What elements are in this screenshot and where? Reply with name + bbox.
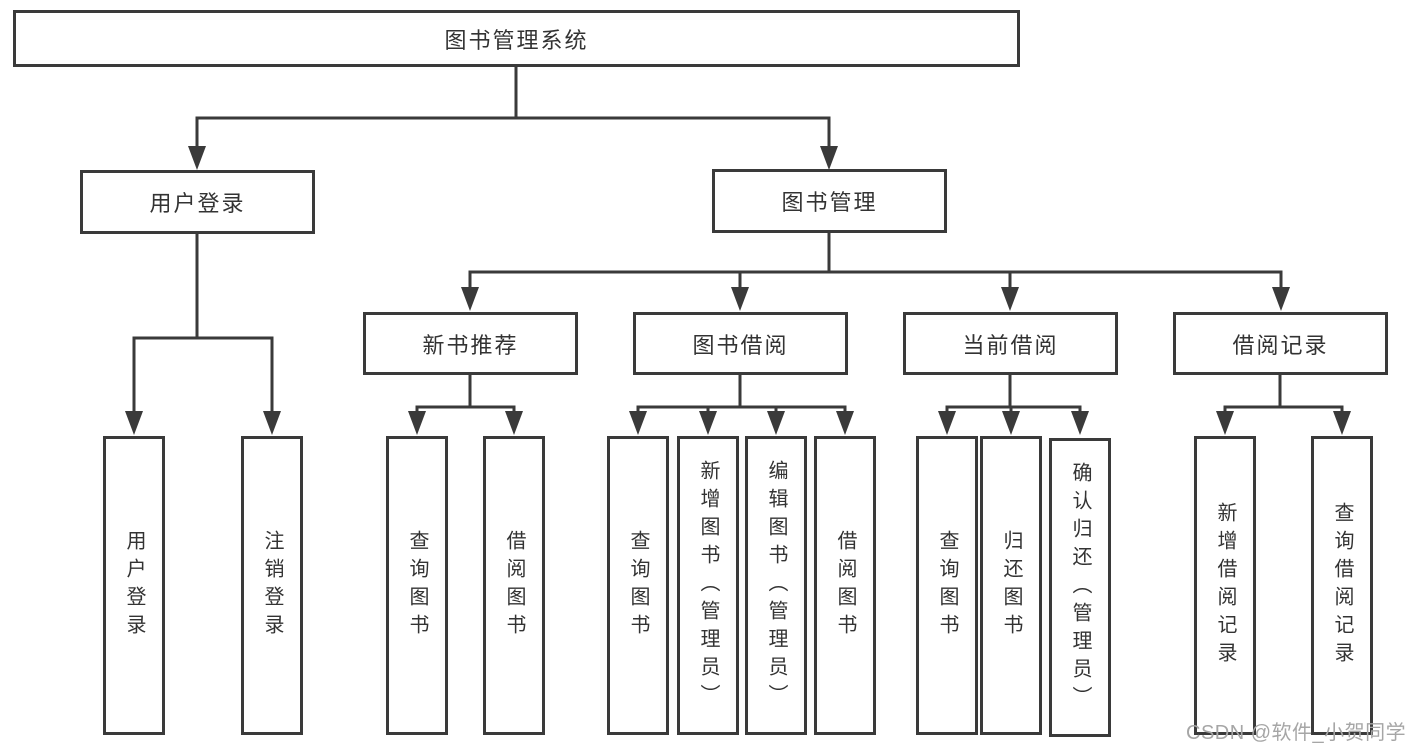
node-nbr-borrow-books: 借阅图书 (483, 436, 545, 735)
node-root-label: 图书管理系统 (444, 27, 589, 53)
node-logout: 注销登录 (241, 436, 303, 735)
node-cb-return-books: 归还图书 (980, 436, 1042, 735)
node-bb-borrow-books-label: 借阅图书 (834, 529, 856, 642)
node-cb-return-books-label: 归还图书 (1000, 529, 1022, 642)
node-book-management-label: 图书管理 (781, 190, 878, 215)
node-bb-add-books-admin-label: 新增图书（管理员） (697, 459, 719, 712)
node-current-borrowing: 当前借阅 (903, 312, 1118, 375)
node-bb-edit-books-admin-label: 编辑图书（管理员） (765, 459, 787, 712)
node-user-login-label: 用户登录 (149, 191, 246, 216)
node-bb-edit-books-admin: 编辑图书（管理员） (745, 436, 807, 735)
node-book-borrowing-label: 图书借阅 (692, 332, 789, 358)
node-logout-label: 注销登录 (261, 529, 283, 642)
node-current-borrowing-label: 当前借阅 (962, 332, 1059, 358)
node-br-query-record-label: 查询借阅记录 (1331, 501, 1353, 670)
node-nbr-query-books: 查询图书 (386, 436, 448, 735)
node-bb-borrow-books: 借阅图书 (814, 436, 876, 735)
node-user-login-leaf: 用户登录 (103, 436, 165, 735)
csdn-watermark: CSDN @软件_小贺同学 (1186, 722, 1405, 744)
node-br-add-record: 新增借阅记录 (1194, 436, 1256, 735)
node-br-add-record-label: 新增借阅记录 (1214, 501, 1236, 670)
node-root: 图书管理系统 (13, 10, 1020, 67)
node-book-management: 图书管理 (712, 169, 947, 233)
node-nbr-borrow-books-label: 借阅图书 (503, 529, 525, 642)
node-cb-confirm-return-admin-label: 确认归还（管理员） (1069, 461, 1091, 714)
node-cb-query-books: 查询图书 (916, 436, 978, 735)
node-book-borrowing: 图书借阅 (633, 312, 848, 375)
node-borrowing-records: 借阅记录 (1173, 312, 1388, 375)
node-user-login-leaf-label: 用户登录 (123, 529, 145, 642)
node-nbr-query-books-label: 查询图书 (406, 529, 428, 642)
node-cb-query-books-label: 查询图书 (936, 529, 958, 642)
node-cb-confirm-return-admin: 确认归还（管理员） (1049, 438, 1111, 737)
node-br-query-record: 查询借阅记录 (1311, 436, 1373, 735)
node-bb-query-books-label: 查询图书 (627, 529, 649, 642)
node-new-book-recommend: 新书推荐 (363, 312, 578, 375)
node-bb-query-books: 查询图书 (607, 436, 669, 735)
node-borrowing-records-label: 借阅记录 (1232, 332, 1329, 358)
node-bb-add-books-admin: 新增图书（管理员） (677, 436, 739, 735)
node-user-login: 用户登录 (80, 170, 315, 234)
node-new-book-recommend-label: 新书推荐 (422, 332, 519, 358)
